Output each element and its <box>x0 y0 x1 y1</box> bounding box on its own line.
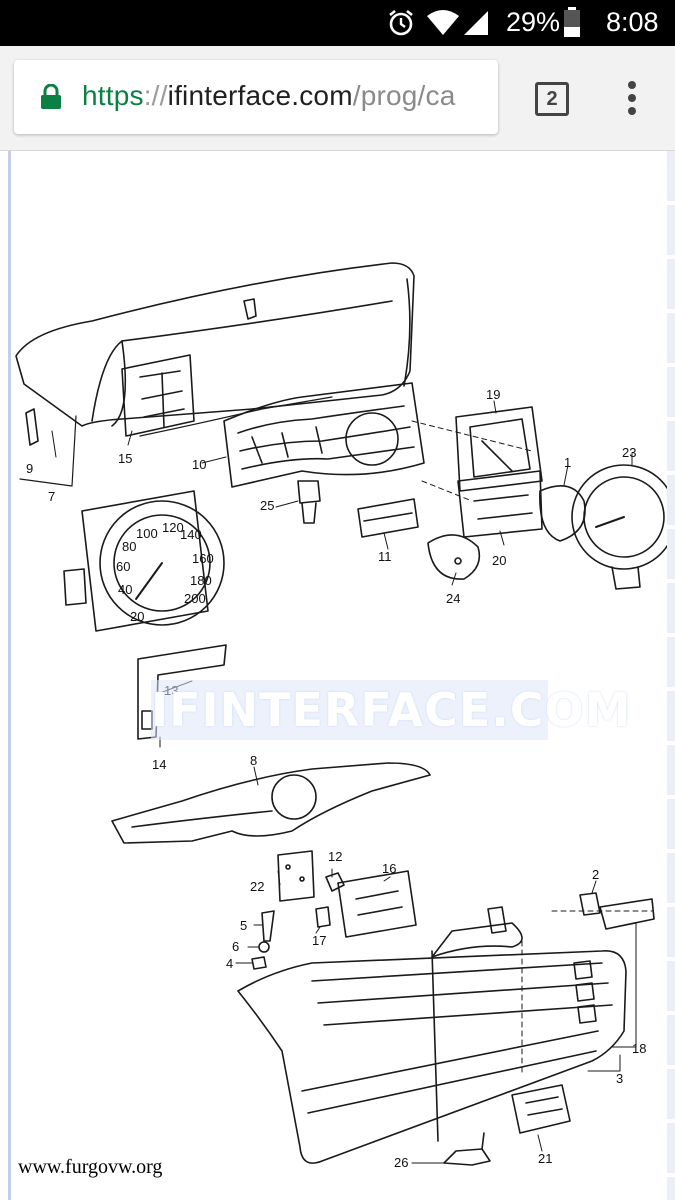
part-5-screw <box>261 910 275 942</box>
part-4-nut <box>251 956 267 970</box>
part-3-main-housing <box>237 906 627 1164</box>
speedo-tick: 80 <box>122 539 136 554</box>
part-15-panel <box>121 354 195 437</box>
callout-25: 25 <box>260 498 274 513</box>
callout-21: 21 <box>538 1151 552 1166</box>
address-bar[interactable]: https://ifinterface.com/prog/ca <box>14 60 498 134</box>
url-text[interactable]: https://ifinterface.com/prog/ca <box>82 80 456 112</box>
parts-diagram: 20 40 60 80 100 120 140 160 180 200 1 2 … <box>15 262 667 1170</box>
callout-10: 10 <box>192 457 206 472</box>
page-left-border <box>8 151 11 1200</box>
speedo-tick: 160 <box>192 551 214 566</box>
status-bar: 29% 8:08 <box>0 0 675 46</box>
part-20-bracket <box>457 470 543 538</box>
part-17-bulb <box>315 906 331 928</box>
callout-4: 4 <box>226 956 233 971</box>
part-8-cover <box>111 762 431 844</box>
battery-icon <box>564 7 580 37</box>
speedo-tick: 40 <box>118 582 132 597</box>
callout-11: 11 <box>378 549 392 564</box>
callout-7: 7 <box>48 489 55 504</box>
callout-18: 18 <box>632 1041 646 1056</box>
part-9-bracket <box>19 408 77 487</box>
callout-20: 20 <box>492 553 506 568</box>
status-clock: 8:08 <box>606 7 659 37</box>
part-10-circuit-board <box>223 382 425 488</box>
callout-16: 16 <box>382 861 396 876</box>
part-21-switch <box>511 1084 571 1134</box>
page-right-scroll-strip <box>667 151 675 1200</box>
cell-signal-icon <box>464 11 488 35</box>
battery-percentage: 29% <box>506 7 561 37</box>
part-24-gauge <box>427 534 481 580</box>
speedo-tick: 20 <box>130 609 144 624</box>
url-path: /prog/ca <box>352 80 456 111</box>
callout-23: 23 <box>622 445 636 460</box>
callout-19: 19 <box>486 387 500 402</box>
url-host: ifinterface.com <box>167 80 353 111</box>
part-16-switch-block <box>337 870 417 938</box>
callout-1: 1 <box>564 455 571 470</box>
speedo-tick: 180 <box>190 573 212 588</box>
part-6-washer <box>258 941 270 953</box>
callout-17: 17 <box>312 933 326 948</box>
lock-icon <box>41 84 61 109</box>
tab-switcher-button[interactable]: 2 <box>535 82 569 116</box>
instrument-hood <box>15 262 415 427</box>
speedo-tick: 200 <box>184 591 206 606</box>
part-2-holder <box>579 892 601 916</box>
alarm-clock-icon <box>389 9 413 36</box>
url-separator: :// <box>143 80 168 111</box>
callout-2: 2 <box>592 867 599 882</box>
browser-toolbar: https://ifinterface.com/prog/ca 2 <box>0 46 675 151</box>
part-23-tachometer <box>571 464 667 590</box>
url-scheme: https <box>82 80 144 111</box>
part-12-bulb <box>325 872 345 892</box>
callout-3: 3 <box>616 1071 623 1086</box>
part-25-connector <box>297 480 321 524</box>
overflow-menu-icon[interactable] <box>620 80 644 116</box>
part-26-clip <box>443 1132 491 1166</box>
callout-15: 15 <box>118 451 132 466</box>
page-content[interactable]: 20 40 60 80 100 120 140 160 180 200 1 2 … <box>0 151 675 1200</box>
wifi-icon <box>427 10 459 35</box>
callout-9: 9 <box>26 461 33 476</box>
part-callouts: 1 2 3 4 5 6 7 8 9 10 11 12 13 14 15 16 1… <box>26 387 646 1170</box>
speedo-tick: 100 <box>136 526 158 541</box>
speedometer-assembly <box>63 490 225 632</box>
callout-26: 26 <box>394 1155 408 1170</box>
speedo-tick: 140 <box>180 527 202 542</box>
part-22-plate <box>277 850 315 902</box>
callout-14: 14 <box>152 757 166 772</box>
callout-22: 22 <box>250 879 264 894</box>
callout-5: 5 <box>240 918 247 933</box>
callout-24: 24 <box>446 591 460 606</box>
callout-6: 6 <box>232 939 239 954</box>
watermark: IFINTERFACE.COM <box>151 680 630 740</box>
callout-8: 8 <box>250 753 257 768</box>
speedo-tick: 120 <box>162 520 184 535</box>
callout-12: 12 <box>328 849 342 864</box>
speedo-tick: 60 <box>116 559 130 574</box>
part-19-frame <box>455 406 543 492</box>
leader-lines <box>51 400 637 1164</box>
speedometer-ticks: 20 40 60 80 100 120 140 160 180 200 <box>116 520 214 624</box>
source-credit: www.furgovw.org <box>18 1156 163 1178</box>
part-18-housing <box>599 898 655 930</box>
part-1-gauge <box>539 485 586 542</box>
part-11-housing <box>357 498 419 538</box>
